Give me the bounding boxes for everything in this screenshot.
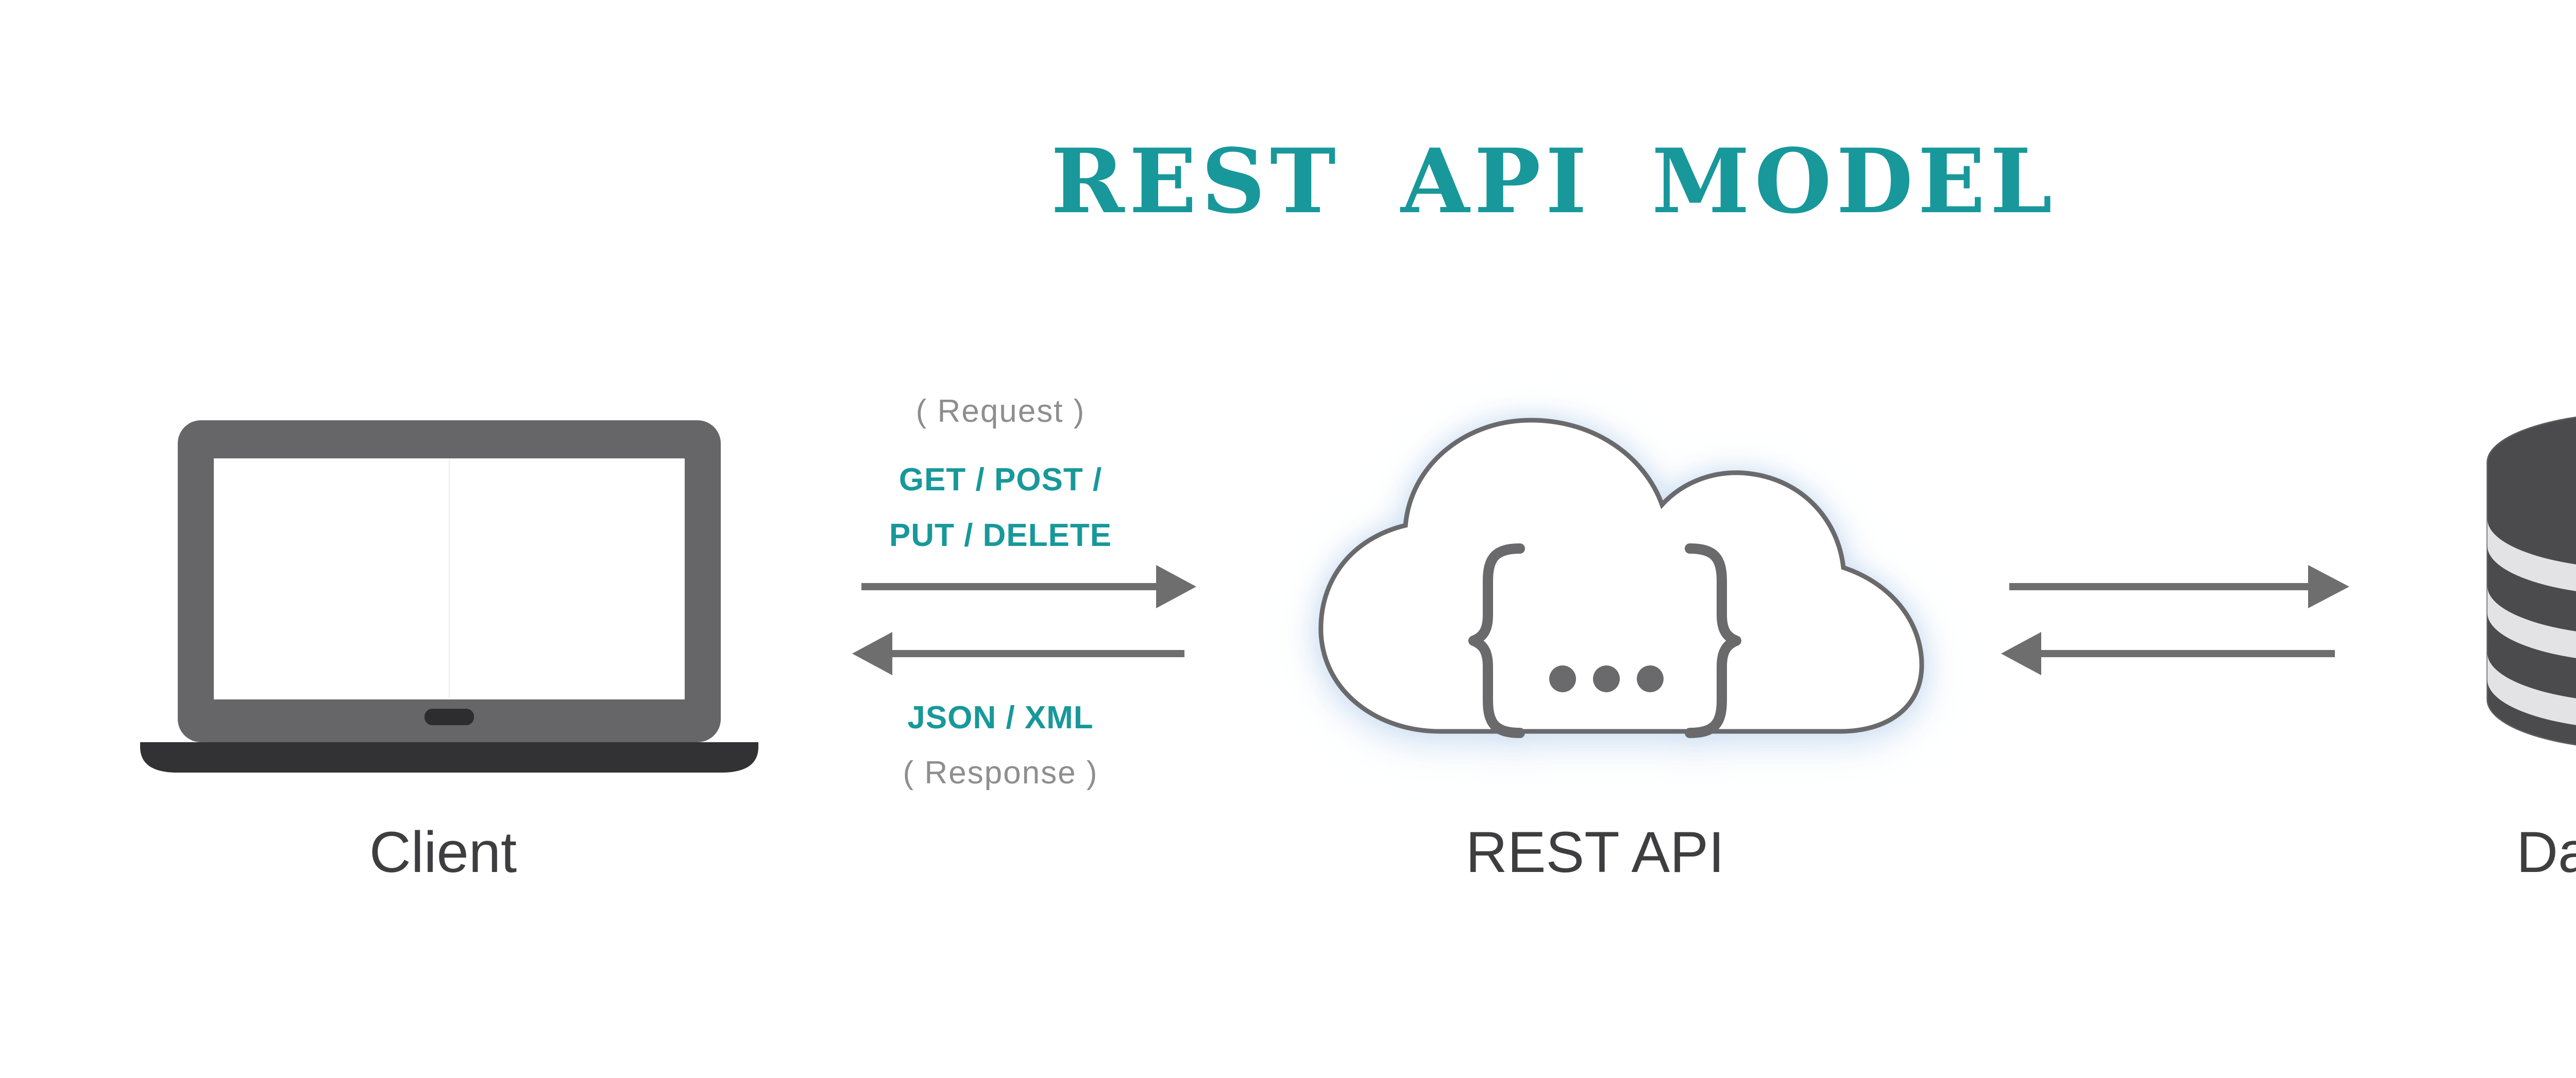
response-formats: JSON / XML: [907, 700, 1094, 735]
response-annotation: ( Response ): [903, 755, 1098, 791]
database-label: Database: [2516, 820, 2576, 884]
right-brace: [1685, 543, 1741, 738]
request-methods: GET / POST / PUT / DELETE: [846, 452, 1155, 563]
client-label: Client: [369, 820, 517, 884]
request-annotation: ( Request ): [916, 393, 1086, 429]
page-title: REST API MODEL: [1050, 129, 2057, 233]
client-to-api-request-arrow-icon: [861, 565, 1196, 608]
api-to-client-response-arrow-icon: [852, 632, 1184, 675]
api-label: REST API: [1465, 820, 1725, 884]
request-methods-line1: GET / POST /: [899, 462, 1103, 498]
request-methods-line2: PUT / DELETE: [889, 518, 1112, 553]
api-to-db-request-arrow-icon: [2009, 565, 2349, 608]
db-to-api-response-arrow-icon: [2001, 632, 2335, 675]
left-brace: [1468, 543, 1525, 738]
code-braces-icon: [1468, 543, 1741, 738]
database-icon: [2486, 416, 2576, 746]
cloud-icon: [1318, 418, 1924, 738]
laptop-icon: [140, 420, 758, 773]
